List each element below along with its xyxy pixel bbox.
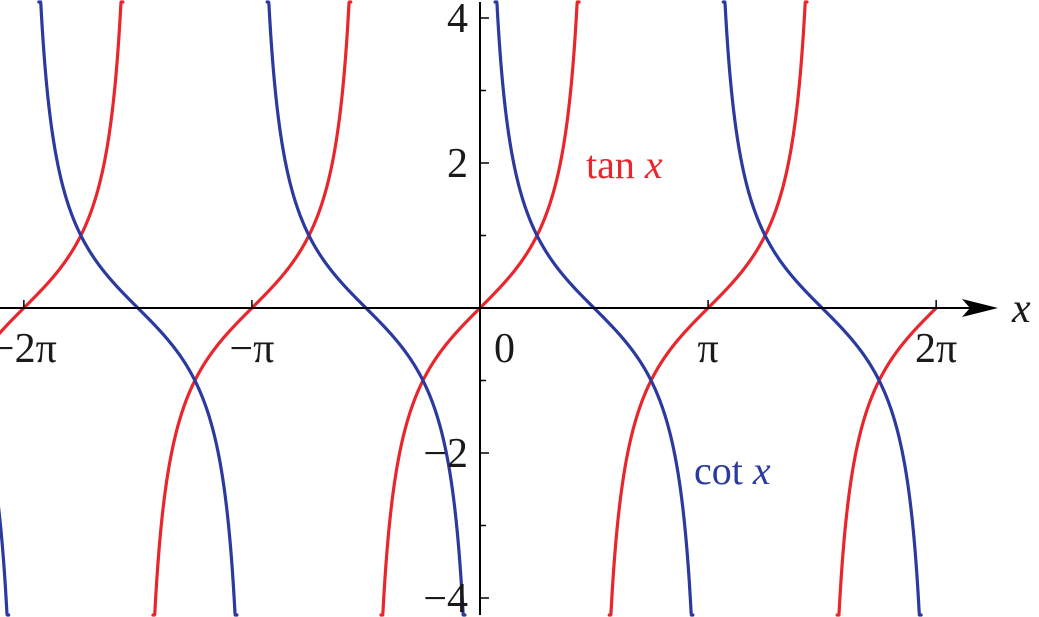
y-tick-label: 2 (447, 141, 468, 187)
x-tick-label: 2π (915, 326, 957, 372)
series-label-tan-var: x (644, 142, 663, 187)
series-labels-layer: tan x cot x (586, 142, 771, 493)
y-tick-label: −2 (423, 431, 468, 477)
series-label-tan-prefix: tan (586, 142, 635, 187)
series-tan-branch (835, 306, 938, 617)
y-tick-label: −4 (423, 576, 468, 617)
x-tick-label: 0 (494, 326, 515, 372)
series-cot-branch (0, 506, 11, 617)
x-axis-label: x (1011, 286, 1031, 332)
x-tick-label: −π (229, 326, 274, 372)
series-label-tan: tan x (586, 142, 663, 187)
x-tick-label: π (697, 326, 718, 372)
series-label-cot-prefix: cot (694, 448, 743, 493)
series-label-cot-var: x (752, 448, 771, 493)
x-tick-label: −2π (0, 326, 57, 372)
series-label-cot: cot x (694, 448, 771, 493)
series-tan-branch (0, 0, 125, 336)
ticks-layer: −2π −π 0 π 2π 4 2 −2 −4 (0, 0, 957, 617)
x-axis-arrow (962, 299, 998, 317)
y-tick-label: 4 (447, 0, 468, 42)
